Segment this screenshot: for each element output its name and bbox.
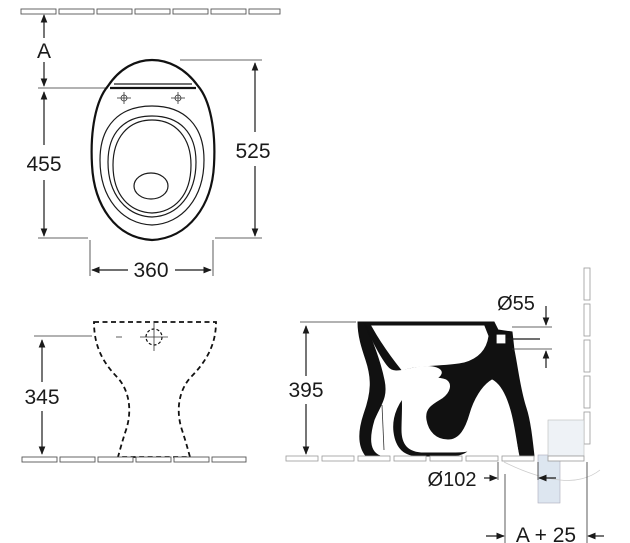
drain-hole [133,172,169,200]
floor-tiles-front [21,456,247,463]
side-view: 395 Ø55 Ø102 A + 25 [285,267,604,543]
bowl-outer-outline [90,58,216,242]
dim-360-label: 360 [133,259,168,282]
dim-345-label: 345 [24,386,59,409]
front-dashed-outline [93,321,217,458]
front-fixing-mark [140,323,168,351]
fixing-point-left [117,92,131,104]
dim-525-label: 525 [235,140,270,163]
dim-inlet-diameter-label: Ø55 [497,293,535,315]
floor-tiles-side [285,455,585,462]
top-view: A 455 525 [20,8,281,282]
dim-455-label: 455 [26,153,61,176]
wall-tiles-side [583,267,591,445]
wall-tiles-top [20,8,281,15]
dim-a-label: A [37,40,51,63]
front-view: 345 [21,321,247,463]
dim-outlet-diameter-label: Ø102 [428,469,477,491]
outlet-pipe [537,454,561,504]
dim-395-label: 395 [288,379,323,402]
fixing-point-right [171,92,185,104]
dim-outlet-offset-label: A + 25 [516,524,576,543]
seat-ring-outline [99,105,205,226]
